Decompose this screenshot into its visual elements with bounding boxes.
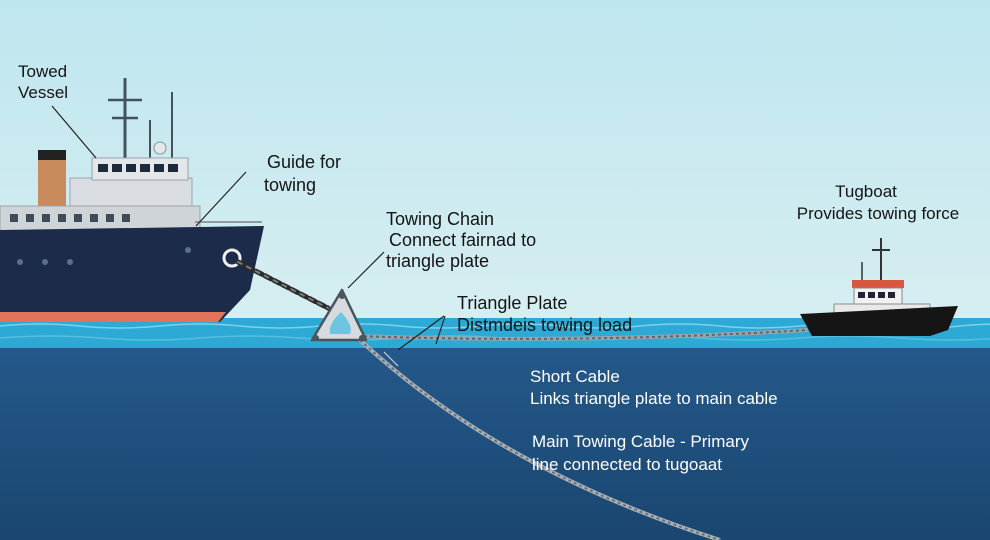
towing-chain-label-line: triangle plate — [386, 251, 490, 271]
main-cable-label: Main Towing Cable - Primary line connect… — [532, 430, 749, 476]
triangle-plate-label: Triangle Plate Distmdeis towing load — [457, 292, 632, 336]
towing-chain — [235, 259, 331, 311]
guide-label-line: Guide for — [267, 152, 342, 172]
bridge-windows — [98, 164, 178, 172]
triangle-plate-label-line: Distmdeis towing load — [457, 315, 633, 335]
main-towing-cable — [357, 328, 809, 341]
hull — [0, 226, 264, 322]
guide-label-line: towing — [264, 175, 317, 195]
towed-vessel-label-line: Towed — [18, 62, 68, 81]
portholes — [17, 247, 191, 265]
triangle-plate — [310, 288, 368, 342]
towed-vessel-label: Towed Vessel — [18, 61, 68, 103]
tug-hull — [800, 306, 958, 336]
leader-line-towing-chain — [347, 251, 385, 289]
main-cable-label-line: line connected to tugoaat — [532, 455, 722, 474]
short-cable-label-line: Links triangle plate to main cable — [530, 389, 778, 408]
funnel-top — [38, 150, 66, 160]
funnel — [38, 152, 66, 212]
tug-windows — [858, 292, 895, 298]
plate-cutout — [329, 312, 351, 334]
tugboat-label: Tugboat Provides towing force — [780, 181, 976, 225]
triangle-plate-label-line: Triangle Plate — [457, 293, 568, 313]
towing-chain-label-line: Towing Chain — [386, 209, 495, 229]
leader-line-main-cable — [435, 315, 446, 345]
radar-dome — [153, 141, 167, 155]
deep-sea — [0, 348, 990, 540]
tugboat-label-line: Provides towing force — [796, 204, 960, 223]
leader-line-towed-vessel — [51, 105, 97, 159]
short-cable-label-line: Short Cable — [530, 367, 620, 386]
towing-chain-label: Towing Chain Connect fairnad to triangle… — [386, 209, 536, 272]
towed-vessel-label-line: Vessel — [18, 83, 69, 102]
tugboat-label-line: Tugboat — [835, 182, 897, 201]
leader-line-short-cable — [383, 351, 399, 367]
leader-line-guide — [195, 171, 247, 227]
towed-vessel — [0, 78, 264, 322]
hull-stripe — [0, 312, 226, 322]
main-cable-label-line: Main Towing Cable - Primary — [532, 432, 749, 451]
towing-chain-label-line: Connect fairnad to — [389, 230, 537, 250]
tugboat — [800, 238, 958, 336]
leader-line-triangle-plate — [397, 315, 445, 351]
tug-roof — [852, 280, 904, 288]
deck-windows — [10, 214, 130, 222]
short-cable-label: Short Cable Links triangle plate to main… — [530, 366, 778, 410]
guide-label: Guide for towing — [264, 151, 341, 197]
short-cable — [358, 338, 721, 540]
